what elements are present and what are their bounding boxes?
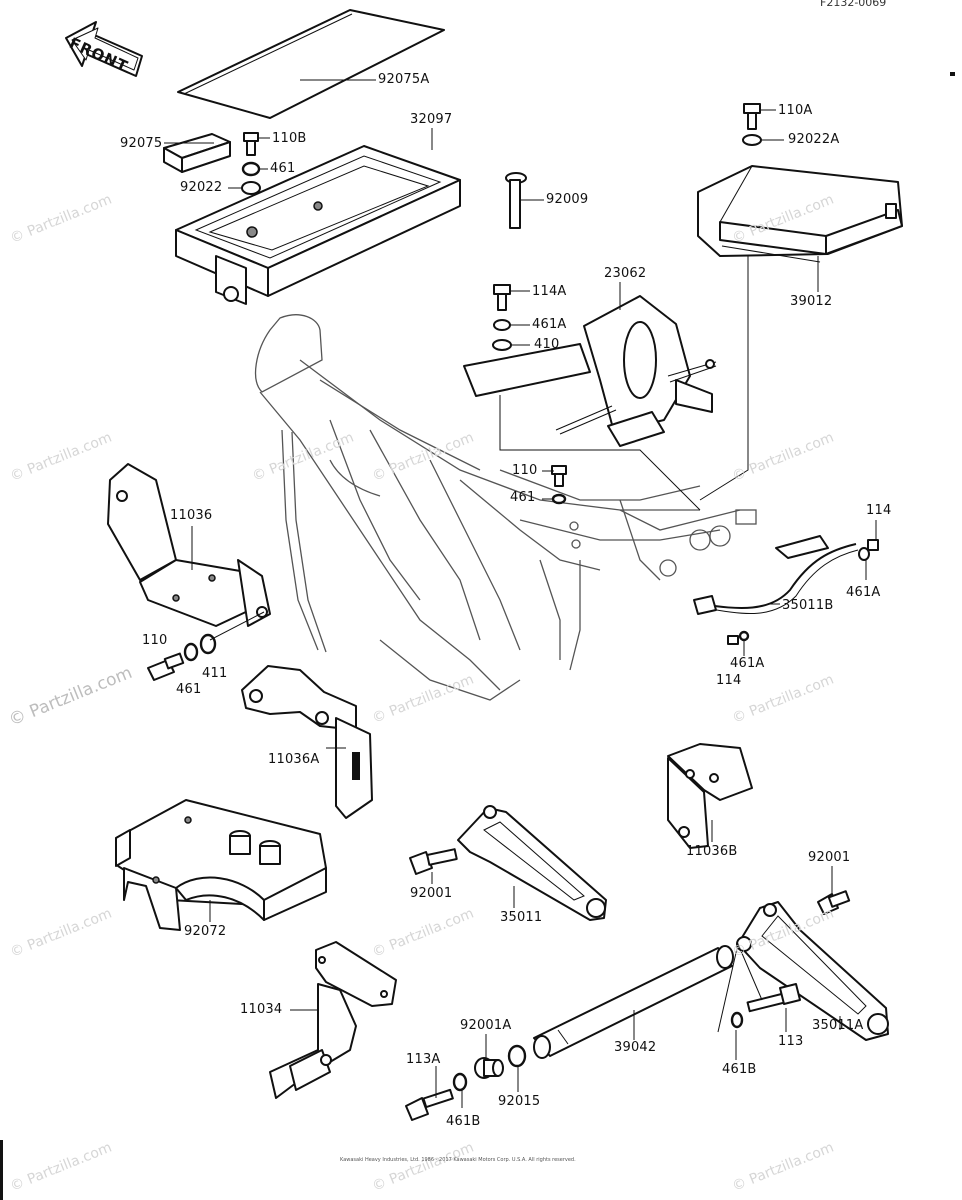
front-arrow-icon — [65, 21, 143, 77]
label-23062: 23062 — [604, 266, 647, 281]
bolt-114A — [493, 284, 511, 311]
holder-92072 — [115, 799, 327, 931]
bolt-110-left — [147, 652, 185, 681]
label-92001-right: 92001 — [808, 850, 851, 865]
washer-92022 — [241, 181, 261, 195]
bracket-11034 — [269, 941, 397, 1099]
label-11036: 11036 — [170, 508, 213, 523]
washer-410 — [492, 339, 512, 351]
label-11036A: 11036A — [268, 752, 320, 767]
label-39012: 39012 — [790, 294, 833, 309]
label-461A-right: 461A — [846, 585, 881, 600]
label-39042: 39042 — [614, 1040, 657, 1055]
bolt-110A — [743, 103, 761, 130]
label-110A: 110A — [778, 103, 813, 118]
washer-461 — [241, 161, 261, 177]
label-461B-left: 461B — [446, 1114, 481, 1129]
bracket-11036B — [667, 743, 753, 849]
cover-39012 — [697, 165, 903, 263]
pad-92075A — [177, 9, 445, 119]
label-92022: 92022 — [180, 180, 223, 195]
washer-461-mid — [551, 493, 567, 505]
figure-code: F2132-0069 — [820, 0, 887, 9]
washer-461-left — [183, 642, 199, 662]
label-35011: 35011 — [500, 910, 543, 925]
label-113A: 113A — [406, 1052, 441, 1067]
label-461-mid: 461 — [510, 490, 536, 505]
edge-dot — [950, 72, 955, 76]
label-110-left: 110 — [142, 633, 168, 648]
washer-461B-right — [730, 1011, 744, 1029]
bolt-114-right — [867, 539, 879, 551]
label-92075A: 92075A — [378, 72, 430, 87]
washer-461B-left — [452, 1072, 468, 1092]
bracket-11036 — [107, 463, 271, 627]
bracket-35011A — [736, 901, 889, 1041]
label-113: 113 — [778, 1034, 804, 1049]
pin-92009 — [505, 172, 527, 229]
label-92001-mid: 92001 — [410, 886, 453, 901]
bracket-11036A — [241, 665, 373, 819]
washer-92015 — [507, 1044, 527, 1068]
label-461B-right: 461B — [722, 1062, 757, 1077]
label-114A: 114A — [532, 284, 567, 299]
label-410: 410 — [534, 337, 560, 352]
label-110B: 110B — [272, 131, 307, 146]
label-92075: 92075 — [120, 136, 163, 151]
label-92015: 92015 — [498, 1094, 541, 1109]
bolt-92001-mid — [409, 848, 458, 875]
shaft-39042 — [533, 945, 734, 1059]
washer-411 — [199, 633, 217, 655]
label-110-mid: 110 — [512, 463, 538, 478]
bolt-110-mid — [551, 465, 567, 487]
label-11036B: 11036B — [686, 844, 738, 859]
label-92022A: 92022A — [788, 132, 840, 147]
label-461A-low: 461A — [730, 656, 765, 671]
rod-35011B — [693, 535, 870, 645]
label-35011A: 35011A — [812, 1018, 864, 1033]
label-461A-top: 461A — [532, 317, 567, 332]
bolt-113 — [746, 983, 801, 1013]
label-32097: 32097 — [410, 112, 453, 127]
label-411: 411 — [202, 666, 228, 681]
label-114-low: 114 — [716, 673, 742, 688]
label-92009: 92009 — [546, 192, 589, 207]
label-461-left: 461 — [176, 682, 202, 697]
washer-461A — [493, 319, 511, 331]
edge-mark — [0, 1140, 3, 1200]
label-461-top: 461 — [270, 161, 296, 176]
copyright-notice: Kawasaki Heavy Industries, Ltd. 1986 - 2… — [340, 1157, 576, 1163]
washer-92022A — [742, 134, 762, 146]
label-92001A: 92001A — [460, 1018, 512, 1033]
bracket-35011 — [457, 805, 607, 921]
bolt-92001-right — [817, 890, 851, 915]
collar-92001A — [474, 1057, 504, 1079]
label-11034: 11034 — [240, 1002, 283, 1017]
block-92075 — [163, 133, 231, 173]
label-114-right: 114 — [866, 503, 892, 518]
battery-case-32097 — [175, 145, 461, 305]
label-92072: 92072 — [184, 924, 227, 939]
bolt-113A — [405, 1088, 454, 1121]
label-35011B: 35011B — [782, 598, 834, 613]
bolt-110B — [243, 132, 259, 156]
frame — [254, 314, 757, 701]
leader-lines — [164, 79, 877, 1108]
bracket-23062 — [463, 295, 717, 447]
